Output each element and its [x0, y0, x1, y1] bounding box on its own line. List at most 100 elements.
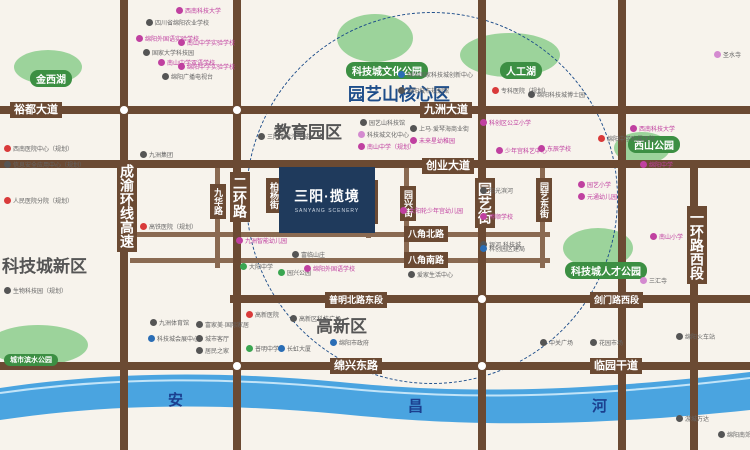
project-name: 三阳·揽境 [294, 188, 360, 204]
poi-edu[interactable]: 绵阳中学 [640, 160, 673, 169]
poi-biz[interactable]: 九洲体育馆 [150, 318, 189, 327]
poi-marker-icon [496, 147, 503, 154]
poi-cul[interactable]: 三汇寺 [640, 276, 667, 285]
poi-biz[interactable]: 绵阳城市规划馆 [398, 86, 449, 95]
poi-marker-icon [158, 59, 165, 66]
poi-biz[interactable]: 生物科技园（规划） [4, 286, 67, 295]
poi-med[interactable]: 高铁医院（规划） [140, 222, 197, 231]
poi-marker-icon [178, 63, 185, 70]
poi-med[interactable]: 西南医院中心（规划） [4, 144, 73, 153]
poi-biz[interactable]: 绵阳火车站 [676, 332, 715, 341]
road-label-yuanyi-e: 园艺东街 [536, 178, 552, 222]
poi-edu[interactable]: 博顺学校 [480, 212, 513, 221]
poi-med[interactable]: 高新医院 [246, 310, 279, 319]
poi-med[interactable]: 绵阳中学附属医院 [598, 134, 655, 143]
poi-gov[interactable]: 科技城会展中心 [148, 334, 199, 343]
poi-gov[interactable]: 绵阳国家科技城创新中心 [398, 70, 473, 79]
poi-label: 南山中学（规划） [367, 145, 416, 151]
poi-edu[interactable]: 南山小学 [650, 232, 683, 241]
poi-edu[interactable]: 太阳轮少年宫幼儿园 [400, 206, 463, 215]
poi-marker-icon [598, 135, 605, 142]
poi-marker-icon [196, 321, 203, 328]
poi-edu[interactable]: 西南科技大学 [630, 124, 675, 133]
poi-biz[interactable]: 阳光滨河 [480, 186, 513, 195]
poi-edu[interactable]: 西南科技大学 [176, 6, 221, 15]
poi-biz[interactable]: 绵阳广播电视台 [162, 72, 213, 81]
poi-label: 城市客厅 [205, 337, 230, 343]
poi-edu[interactable]: 南山中学双语学校 [158, 58, 215, 67]
poi-edu[interactable]: 九洲智能幼儿园 [236, 236, 287, 245]
poi-label: 高铁医院（规划） [149, 225, 198, 231]
poi-marker-icon [358, 143, 365, 150]
poi-biz[interactable]: 居民之家 [196, 346, 229, 355]
poi-biz[interactable]: 银河·科技城 [480, 240, 521, 249]
poi-biz[interactable]: 爱家生活中心 [408, 270, 453, 279]
poi-edu[interactable]: 绵阳外国语实验学校 [136, 34, 199, 43]
road-puming [230, 295, 750, 303]
poi-label: 富家美·国际家居 [205, 323, 249, 329]
poi-gov[interactable]: 绵阳市政府 [330, 338, 369, 347]
poi-marker-icon [136, 35, 143, 42]
poi-edu[interactable]: 元通幼儿园 [578, 192, 617, 201]
poi-biz[interactable]: 四川省绵阳农业学校 [146, 18, 209, 27]
poi-edu[interactable]: 少年宫科艺中心 [496, 146, 547, 155]
junction [476, 293, 488, 305]
poi-biz[interactable]: 绵阳科技城博士园 [528, 90, 585, 99]
project-marker[interactable]: 三阳·揽境 SANYANG SCENERY [279, 167, 375, 233]
poi-marker-icon [236, 237, 243, 244]
poi-pk[interactable]: 普明中学 [246, 344, 279, 353]
poi-marker-icon [304, 265, 311, 272]
road-label-erhuan: 二环路 [230, 172, 250, 222]
poi-label: 普明中学 [255, 347, 280, 353]
poi-marker-icon [578, 181, 585, 188]
poi-marker-icon [640, 277, 647, 284]
poi-biz[interactable]: 富临山庄 [292, 250, 325, 259]
poi-med[interactable]: 人民医院分院（规划） [4, 196, 73, 205]
poi-biz[interactable]: 园艺山科技馆 [360, 118, 405, 127]
road-label-bajiao-n: 八角北路 [404, 226, 449, 242]
poi-label: 高新区科技广场 [299, 317, 342, 323]
poi-gov[interactable]: 科创园区建局 [480, 244, 525, 253]
poi-marker-icon [292, 251, 299, 258]
poi-biz[interactable]: 城市客厅 [196, 334, 229, 343]
poi-pk[interactable]: 大阳中学 [240, 262, 273, 271]
poi-edu[interactable]: 园艺小学 [578, 180, 611, 189]
poi-cul[interactable]: 圣水寺 [714, 50, 741, 59]
poi-label: 九洲体育馆 [159, 321, 190, 327]
road-erhuan [233, 0, 241, 450]
road-label-jiuhua: 九华路 [210, 184, 226, 219]
poi-pk[interactable]: 园兴公园 [278, 268, 311, 277]
poi-biz[interactable]: 花园市场 [590, 338, 623, 347]
poi-biz[interactable]: 九洲集团 [140, 150, 173, 159]
poi-label: 太阳轮少年宫幼儿园 [409, 209, 464, 215]
park-kjwh: 科技城文化公园 [346, 62, 428, 79]
poi-biz[interactable]: 游城万达 [676, 414, 709, 423]
poi-biz[interactable]: 绵阳南郊机场 [718, 430, 750, 439]
poi-biz[interactable]: 信息安全应用中心（规划） [4, 160, 85, 169]
poi-cul[interactable]: 科技城文化中心 [358, 130, 409, 139]
poi-marker-icon [398, 71, 405, 78]
poi-biz[interactable]: 三阳国际汽车城 [258, 132, 309, 141]
poi-med[interactable]: 专科医院（规划） [492, 86, 549, 95]
poi-label: 园兴公园 [287, 271, 312, 277]
poi-biz[interactable]: 上马·爱琴海商业街 [410, 124, 469, 133]
poi-marker-icon [590, 339, 597, 346]
poi-biz[interactable]: 富家美·国际家居 [196, 320, 249, 329]
poi-edu[interactable]: 科创区公立小学 [480, 118, 531, 127]
poi-gov[interactable]: 长虹大厦 [278, 344, 311, 353]
poi-label: 绵阳科技城博士园 [537, 93, 586, 99]
poi-edu[interactable]: 绵阳外国语学校 [304, 264, 355, 273]
poi-biz[interactable]: 中关广场 [540, 338, 573, 347]
poi-biz[interactable]: 高新区科技广场 [290, 314, 341, 323]
poi-marker-icon [140, 151, 147, 158]
poi-edu[interactable]: 绵阳中学实验学校 [178, 62, 235, 71]
poi-marker-icon [290, 315, 297, 322]
poi-biz[interactable]: 国家大学科技园 [143, 48, 194, 57]
poi-edu[interactable]: 未来星幼稚园 [410, 136, 455, 145]
poi-edu[interactable]: 东辰学校 [538, 144, 571, 153]
road-label-mianxing: 绵兴东路 [330, 358, 382, 374]
poi-edu[interactable]: 南山中学实验学校 [178, 38, 235, 47]
poi-edu[interactable]: 南山中学（规划） [358, 142, 415, 151]
poi-marker-icon [714, 51, 721, 58]
poi-marker-icon [162, 73, 169, 80]
